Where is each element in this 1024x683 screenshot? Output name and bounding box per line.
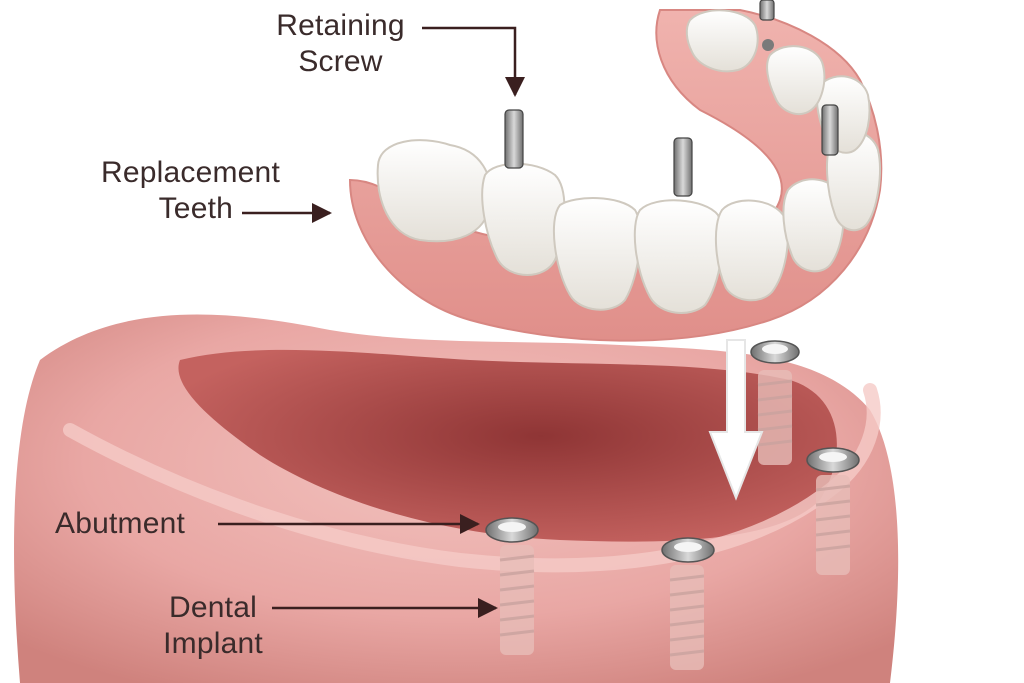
label-replacement-teeth-line1: Replacement bbox=[101, 156, 280, 189]
screw-4 bbox=[759, 0, 775, 21]
label-dental-implant: Dental Implant bbox=[148, 590, 278, 662]
implant-2 bbox=[661, 537, 715, 670]
mouth-floor bbox=[178, 349, 837, 542]
label-retaining-screw-line2: Screw bbox=[298, 45, 383, 78]
lower-jaw-gum bbox=[14, 314, 899, 683]
screw-1 bbox=[504, 109, 524, 169]
implant-1 bbox=[485, 517, 539, 655]
implant-4 bbox=[750, 340, 800, 465]
insertion-arrow bbox=[708, 339, 764, 501]
label-dental-implant-line1: Dental bbox=[169, 591, 257, 624]
screw-3 bbox=[821, 104, 839, 156]
denture bbox=[348, 0, 883, 342]
denture-teeth bbox=[376, 9, 881, 314]
retaining-screws bbox=[504, 0, 839, 197]
label-retaining-screw: Retaining Screw bbox=[258, 8, 423, 80]
screw-2 bbox=[673, 137, 693, 197]
label-abutment-line1: Abutment bbox=[55, 507, 186, 540]
label-dental-implant-line2: Implant bbox=[163, 627, 263, 660]
label-pointers bbox=[218, 26, 525, 618]
label-retaining-screw-line1: Retaining bbox=[276, 9, 405, 42]
label-replacement-teeth-line2: Teeth bbox=[158, 192, 233, 225]
label-abutment: Abutment bbox=[55, 506, 185, 542]
pointer-retaining-screw bbox=[422, 26, 525, 97]
implants bbox=[485, 340, 860, 670]
label-replacement-teeth: Replacement Teeth bbox=[78, 155, 303, 227]
implant-3 bbox=[806, 447, 860, 575]
